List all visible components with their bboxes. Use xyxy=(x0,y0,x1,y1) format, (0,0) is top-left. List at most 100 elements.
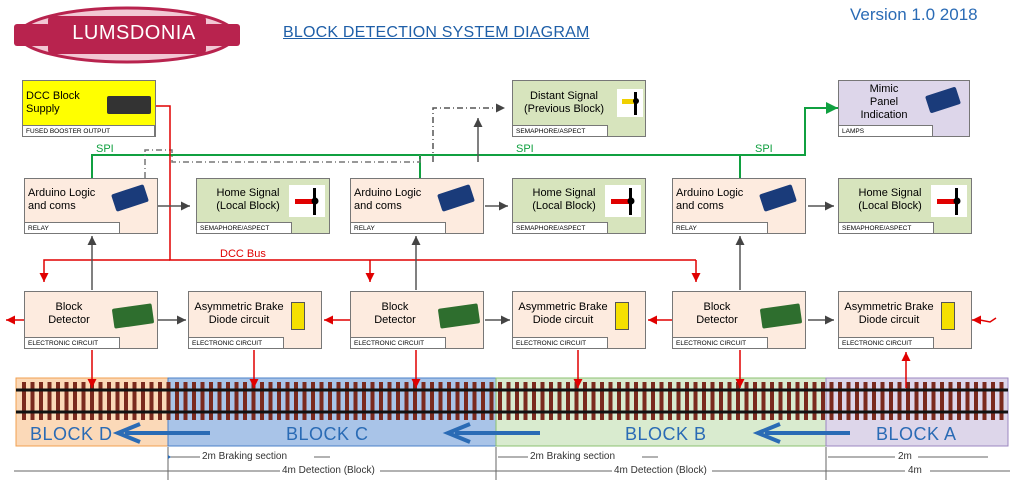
detector-2-line2: Detector xyxy=(374,314,416,326)
brake-3-line2: Diode circuit xyxy=(858,314,920,326)
sleeper xyxy=(770,382,774,420)
home-signal-box-1[interactable]: Home Signal(Local Block) SEMAPHORE/ASPEC… xyxy=(196,178,330,234)
arduino-3-foot: RELAY xyxy=(673,222,769,233)
detection-label-1: 4m Detection (Block) xyxy=(282,465,375,476)
sleeper xyxy=(455,382,460,420)
detector-1-line1: Block xyxy=(55,301,83,313)
sleeper xyxy=(829,382,834,420)
sleeper xyxy=(617,382,621,420)
sleeper xyxy=(736,382,740,420)
home-3-line1: Home Signal xyxy=(858,187,922,199)
distant-foot: SEMAPHORE/ASPECT xyxy=(513,125,609,136)
sleeper xyxy=(753,382,757,420)
arduino-1-line1: Arduino Logic xyxy=(28,187,96,199)
sleeper xyxy=(872,382,876,420)
sleeper xyxy=(761,382,766,420)
sleeper xyxy=(311,382,315,420)
sleeper xyxy=(166,382,171,420)
sleeper xyxy=(787,382,791,420)
page-title[interactable]: BLOCK DETECTION SYSTEM DIAGRAM xyxy=(283,24,590,41)
sleeper xyxy=(710,382,715,420)
dcc-line1: DCC Block xyxy=(26,89,80,102)
sleeper xyxy=(923,382,927,420)
sleeper xyxy=(192,382,196,420)
arduino-1-foot: RELAY xyxy=(25,222,121,233)
sleeper xyxy=(336,382,341,420)
sleeper xyxy=(642,382,647,420)
sleeper xyxy=(974,382,978,420)
sleeper xyxy=(158,382,162,420)
detector-1-line2: Detector xyxy=(48,314,90,326)
home-2-foot: SEMAPHORE/ASPECT xyxy=(513,222,609,233)
sleeper xyxy=(90,382,94,420)
detector-1-foot: ELECTRONIC CIRCUIT xyxy=(25,337,121,348)
four-m-label: 4m xyxy=(908,465,922,476)
sleeper xyxy=(795,382,800,420)
sleeper xyxy=(379,382,383,420)
sleeper xyxy=(362,382,366,420)
detector-3-foot: ELECTRONIC CIRCUIT xyxy=(673,337,769,348)
home-1-line1: Home Signal xyxy=(216,187,280,199)
logo-text: LUMSDONIA xyxy=(72,22,196,44)
home-3-signal-icon xyxy=(931,185,967,217)
sleeper xyxy=(991,382,995,420)
sleeper xyxy=(115,382,120,420)
sleeper xyxy=(413,382,417,420)
sleeper xyxy=(124,382,128,420)
sleeper xyxy=(319,382,324,420)
sleeper xyxy=(719,382,723,420)
sleeper xyxy=(812,382,817,420)
sleeper xyxy=(39,382,43,420)
lumsdonia-logo xyxy=(14,6,240,64)
block-b-label: BLOCK B xyxy=(625,424,707,444)
detector-3-line1: Block xyxy=(703,301,731,313)
direction-arrows xyxy=(112,422,850,444)
distant-line1: Distant Signal xyxy=(530,89,598,102)
sleeper xyxy=(107,382,111,420)
sleeper xyxy=(481,382,485,420)
sleeper xyxy=(183,382,188,420)
sleeper xyxy=(600,382,604,420)
mimic-line3: Indication xyxy=(860,109,908,121)
sleeper xyxy=(268,382,273,420)
sleeper xyxy=(914,382,919,420)
home-1-line2: (Local Block) xyxy=(216,200,280,212)
arduino-3-line1: Arduino Logic xyxy=(676,187,744,199)
home-signal-box-3[interactable]: Home Signal(Local Block) SEMAPHORE/ASPEC… xyxy=(838,178,972,234)
brake-2-line1: Asymmetric Brake xyxy=(518,301,608,313)
sleeper xyxy=(464,382,468,420)
sleeper xyxy=(566,382,570,420)
dcc-foot: FUSED BOOSTER OUTPUT xyxy=(23,125,155,136)
sleeper xyxy=(804,382,808,420)
sleeper xyxy=(625,382,630,420)
sleeper xyxy=(251,382,256,420)
sleeper xyxy=(965,382,970,420)
sleeper xyxy=(56,382,60,420)
sleeper xyxy=(948,382,953,420)
dashdot-link-distant xyxy=(432,103,505,162)
sleeper xyxy=(277,382,281,420)
sleeper xyxy=(591,382,596,420)
sleeper xyxy=(532,382,536,420)
sleeper xyxy=(855,382,859,420)
mimic-line1: Mimic xyxy=(869,83,899,95)
sleeper xyxy=(64,382,69,420)
sleeper xyxy=(98,382,103,420)
sleeper xyxy=(328,382,332,420)
distant-signal-box[interactable]: Distant Signal(Previous Block) SEMAPHORE… xyxy=(512,80,646,137)
sleeper xyxy=(30,382,35,420)
dashdot-link-1 xyxy=(144,149,421,178)
home-signal-box-2[interactable]: Home Signal(Local Block) SEMAPHORE/ASPEC… xyxy=(512,178,646,234)
